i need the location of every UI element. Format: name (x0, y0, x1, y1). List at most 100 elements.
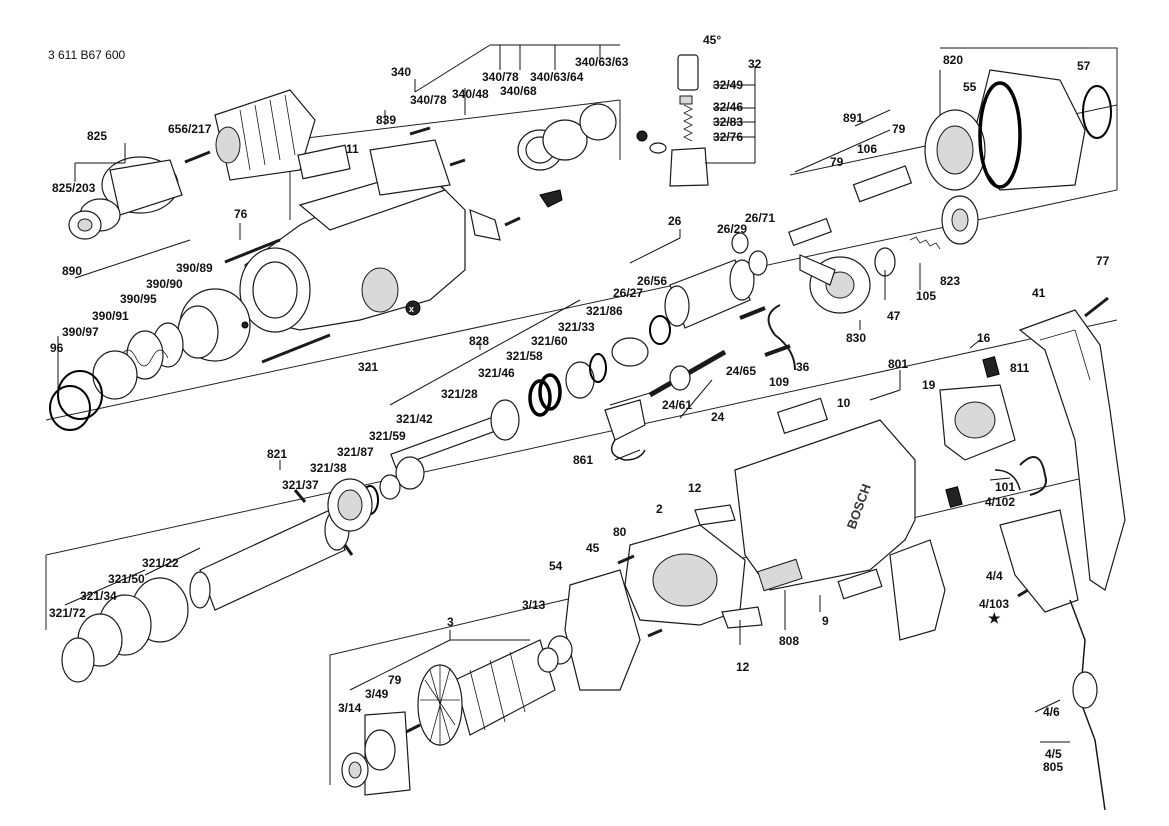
label-4-6: 4/6 (1043, 705, 1060, 719)
label-32-46: 32/46 (713, 100, 743, 114)
document-number: 3 611 B67 600 (48, 48, 126, 62)
label-32: 32 (748, 57, 762, 71)
label-101: 101 (995, 480, 1015, 494)
label-79b: 79 (830, 155, 844, 169)
label-830: 830 (846, 331, 866, 345)
label-26-56: 26/56 (637, 274, 667, 288)
label-76: 76 (234, 207, 248, 221)
motor-housing-801-drawing: BOSCH (734, 397, 946, 641)
label-12a: 12 (688, 481, 702, 495)
label-47: 47 (887, 309, 901, 323)
label-3: 3 (447, 615, 454, 629)
spindle-821-drawing (61, 478, 373, 683)
switch-4-4-drawing (999, 509, 1106, 811)
label-19: 19 (922, 378, 936, 392)
label-4-4: 4/4 (986, 569, 1003, 583)
label-79a: 79 (892, 122, 906, 136)
label-390-91: 390/91 (92, 309, 129, 323)
label-321-22: 321/22 (142, 556, 179, 570)
label-80: 80 (613, 525, 627, 539)
gear-housing-drawing: x (239, 139, 466, 333)
label-105: 105 (916, 289, 936, 303)
label-340-63-63: 340/63/63 (575, 55, 629, 69)
label-106: 106 (857, 142, 877, 156)
label-24: 24 (711, 410, 725, 424)
label-820: 820 (943, 53, 963, 67)
keyless-chuck-drawing (214, 89, 316, 181)
label-321-38: 321/38 (310, 461, 347, 475)
label-24-65: 24/65 (726, 364, 756, 378)
label-321-59: 321/59 (369, 429, 406, 443)
label-32-83: 32/83 (713, 115, 743, 129)
label-12b: 12 (736, 660, 750, 674)
label-32-49: 32/49 (713, 78, 743, 92)
label-321-42: 321/42 (396, 412, 433, 426)
label-805: 805 (1043, 760, 1063, 774)
svg-text:x: x (409, 304, 414, 314)
label-4-5: 4/5 (1045, 747, 1062, 761)
label-340-63-64: 340/63/64 (530, 70, 584, 84)
impact-mechanism-321-drawing (361, 337, 649, 515)
label-3-49: 3/49 (365, 687, 389, 701)
label-321-86: 321/86 (586, 304, 623, 318)
label-390-90: 390/90 (146, 277, 183, 291)
label-321-28: 321/28 (441, 387, 478, 401)
label-321-58: 321/58 (506, 349, 543, 363)
label-24-61: 24/61 (662, 398, 692, 412)
label-825-203: 825/203 (52, 181, 96, 195)
label-340-68: 340/68 (500, 84, 537, 98)
shaft-24-drawing (604, 349, 727, 461)
rear-handle-41-drawing (1018, 296, 1126, 591)
label-861: 861 (573, 453, 593, 467)
label-3-13: 3/13 (522, 598, 546, 612)
label-32-76: 32/76 (713, 130, 743, 144)
label-390-89: 390/89 (176, 261, 213, 275)
label-55: 55 (963, 80, 977, 94)
label-808: 808 (779, 634, 799, 648)
part-labels: 340 340/78 340/78 340/63/64 340/63/63 34… (49, 33, 1110, 774)
label-77: 77 (1096, 254, 1110, 268)
label-321-60: 321/60 (531, 334, 568, 348)
piston-26-drawing (649, 232, 768, 345)
bearing-plate-3-14-drawing (341, 711, 411, 796)
label-41: 41 (1032, 286, 1046, 300)
label-4-103: 4/103 (979, 597, 1009, 611)
label-890: 890 (62, 264, 82, 278)
label-26-71: 26/71 (745, 211, 775, 225)
label-321-37: 321/37 (282, 478, 319, 492)
tool-holder-rings-drawing (517, 103, 617, 208)
label-340-78: 340/78 (410, 93, 447, 107)
label-390-95: 390/95 (120, 292, 157, 306)
label-340-78b: 340/78 (482, 70, 519, 84)
motor-housing-820-drawing (924, 69, 1112, 191)
label-321-33: 321/33 (558, 320, 595, 334)
label-656-217: 656/217 (168, 122, 212, 136)
label-823: 823 (940, 274, 960, 288)
label-109: 109 (769, 375, 789, 389)
label-45deg: 45° (703, 33, 721, 47)
part-drawings: x (49, 54, 1126, 811)
label-839: 839 (376, 113, 396, 127)
label-11: 11 (346, 142, 359, 156)
label-321-50: 321/50 (108, 572, 145, 586)
label-2: 2 (656, 502, 663, 516)
label-321-87: 321/87 (337, 445, 374, 459)
label-821: 821 (267, 447, 287, 461)
label-9: 9 (822, 614, 829, 628)
label-36: 36 (796, 360, 810, 374)
label-321-72: 321/72 (49, 606, 86, 620)
label-96: 96 (50, 341, 64, 355)
label-801: 801 (888, 357, 908, 371)
brush-holder-drawing (636, 54, 709, 187)
chuck-825-drawing (68, 156, 183, 240)
label-340: 340 (391, 65, 411, 79)
tool-holder-890-drawing (49, 288, 251, 431)
label-340-48: 340/48 (452, 87, 489, 101)
gear-group-891-drawing (788, 165, 979, 250)
wobble-bearing-830-drawing (799, 247, 896, 314)
label-891: 891 (843, 111, 863, 125)
leader-lines (57, 44, 1086, 743)
label-star: ★ (988, 610, 1001, 626)
label-3-14: 3/14 (338, 701, 362, 715)
